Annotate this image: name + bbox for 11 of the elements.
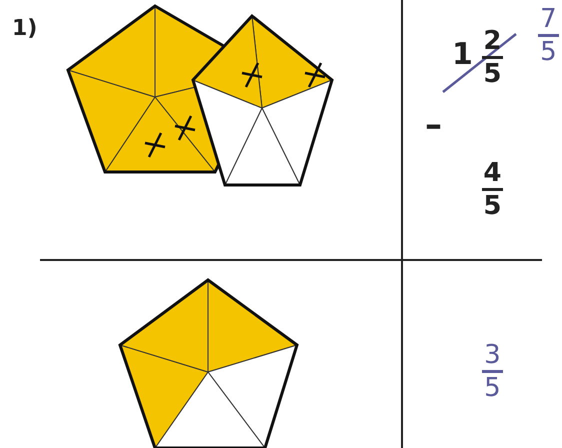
whole-number: 1 [452,40,473,70]
numerator: 4 [483,160,502,186]
exercise-number: 1) [12,18,38,40]
denominator: 5 [484,375,501,401]
numerator: 7 [540,6,557,32]
numerator: 2 [483,28,502,54]
minus-sign: – [425,108,442,142]
denominator: 5 [483,61,502,87]
denominator: 5 [540,39,557,65]
denominator: 5 [483,193,502,219]
numerator: 3 [484,342,501,368]
